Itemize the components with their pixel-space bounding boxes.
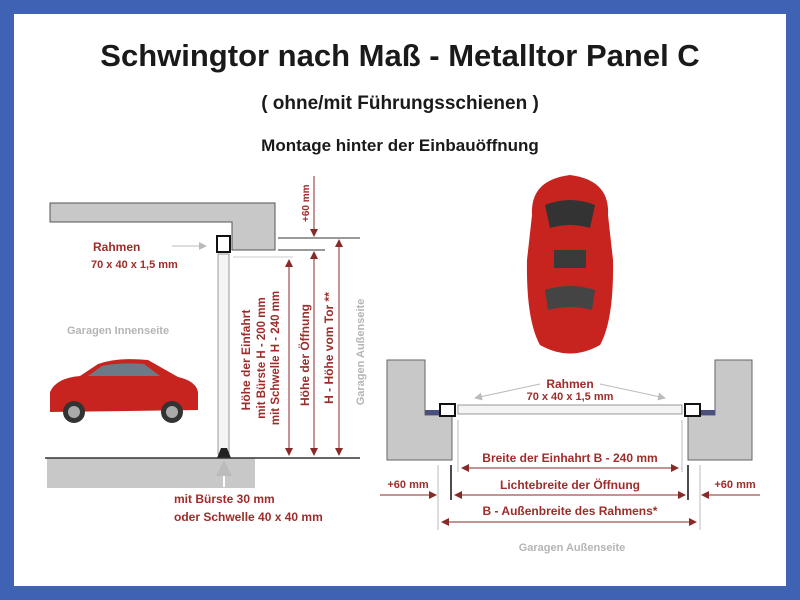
inside-label: Garagen Innenseite xyxy=(67,325,169,337)
outside-side-label: Garagen Außenseite xyxy=(355,299,367,406)
page-title: Schwingtor nach Maß - Metalltor Panel C xyxy=(100,38,699,73)
oeffnung-label: Höhe der Öffnung xyxy=(297,304,312,406)
top-view: Rahmen 70 x 40 x 1,5 mm Breite der Einha… xyxy=(380,175,760,554)
rahmen-size: 70 x 40 x 1,5 mm xyxy=(91,259,178,271)
buerste-label: mit Bürste H - 200 mm xyxy=(256,297,268,418)
door-panel xyxy=(457,404,683,415)
frame-profile-right xyxy=(684,403,701,417)
top-rahmen-size: 70 x 40 x 1,5 mm xyxy=(527,391,614,403)
bottom-label-1: mit Bürste 30 mm xyxy=(174,492,275,506)
top-outside-label: Garagen Außenseite xyxy=(519,542,626,554)
diagram-frame xyxy=(14,14,786,586)
car-top-image xyxy=(526,175,614,354)
subtitle: ( ohne/mit Führungsschienen ) xyxy=(261,93,539,114)
heading: Montage hinter der Einbauöffnung xyxy=(261,136,539,155)
plus60-right: +60 mm xyxy=(714,479,755,491)
top-rahmen-label: Rahmen xyxy=(546,377,593,391)
lintel-wall xyxy=(49,202,276,251)
rahmen-label: Rahmen xyxy=(93,240,140,254)
plus60-vertical: +60 mm xyxy=(301,184,312,222)
aussen-label: B - Außenbreite des Rahmens* xyxy=(483,504,658,518)
frame-profile-left xyxy=(439,403,456,417)
side-view: Rahmen 70 x 40 x 1,5 mm +60 mm Garagen I… xyxy=(45,176,367,524)
car-side-image xyxy=(50,359,198,423)
brush-seal xyxy=(217,448,231,458)
door-leaf xyxy=(217,253,230,455)
licht-label: Lichtebreite der Öffnung xyxy=(500,477,640,492)
einfahrt-label: Höhe der Einfahrt xyxy=(239,310,253,411)
plus60-left: +60 mm xyxy=(387,479,428,491)
schwelle-label: mit Schwelle H - 240 mm xyxy=(270,291,282,425)
frame-profile xyxy=(216,235,231,253)
bottom-label-2: oder Schwelle 40 x 40 mm xyxy=(174,510,323,524)
tor-label: H - Höhe vom Tor ** xyxy=(322,292,336,404)
einfahrt-width-label: Breite der Einhahrt B - 240 mm xyxy=(482,451,657,465)
